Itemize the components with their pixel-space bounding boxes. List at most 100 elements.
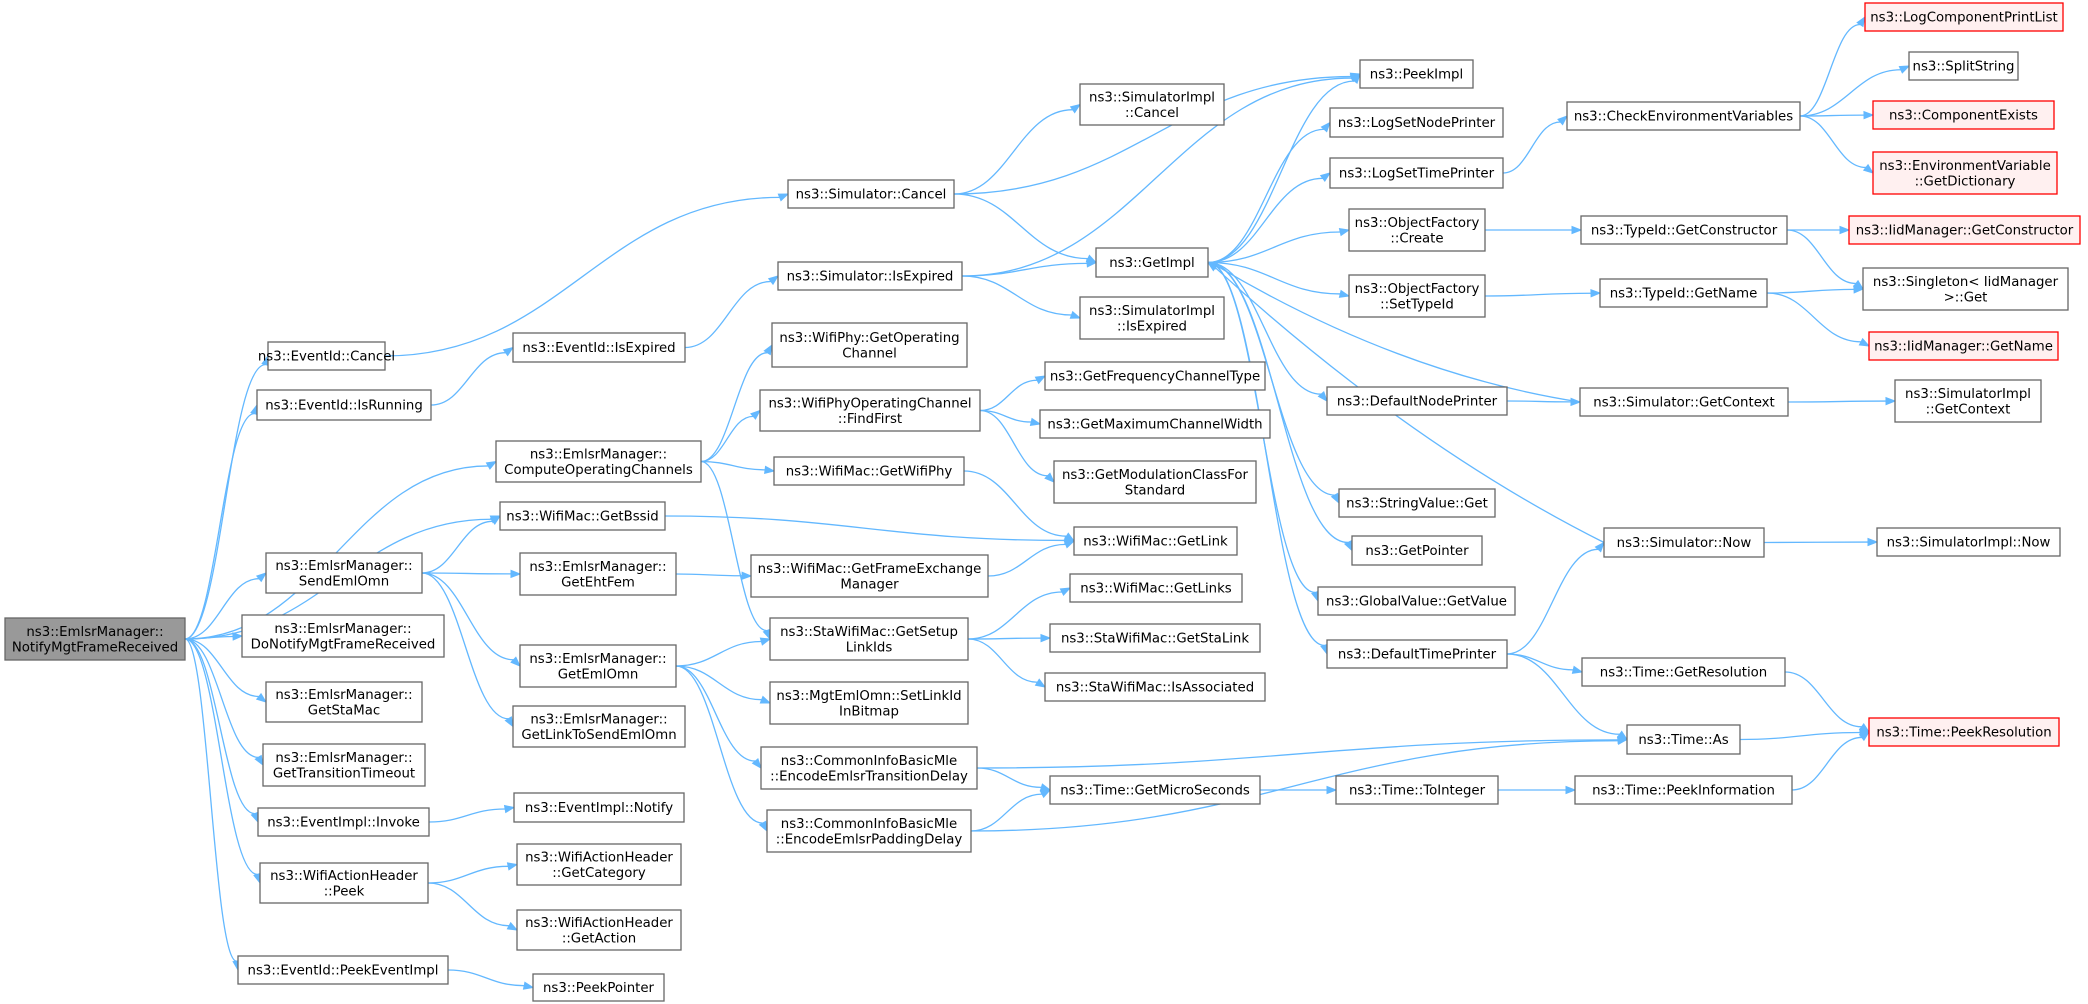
- node-getmicro[interactable]: ns3::Time::GetMicroSeconds: [1049, 775, 1261, 805]
- node-label: ns3::EmlsrManager::: [275, 751, 412, 766]
- arrowhead-wahcat: [506, 862, 519, 871]
- node-simimplisexp[interactable]: ns3::SimulatorImpl::IsExpired: [1079, 296, 1225, 340]
- node-ofsettype[interactable]: ns3::ObjectFactory::SetTypeId: [1348, 274, 1486, 318]
- node-getstamac[interactable]: ns3::EmlsrManager::GetStaMac: [265, 681, 423, 723]
- node-gettrans[interactable]: ns3::EmlsrManager::GetTransitionTimeout: [262, 743, 426, 787]
- node-tgetname[interactable]: ns3::TypeId::GetName: [1599, 278, 1768, 308]
- node-iidgetctor[interactable]: ns3::IidManager::GetConstructor: [1848, 215, 2081, 245]
- node-logsettime[interactable]: ns3::LogSetTimePrinter: [1329, 157, 1504, 189]
- node-simimplnow[interactable]: ns3::SimulatorImpl::Now: [1876, 527, 2061, 557]
- arrowhead-getlinktosend: [504, 716, 514, 728]
- node-iidgetname[interactable]: ns3::IidManager::GetName: [1868, 331, 2059, 361]
- node-sendeml[interactable]: ns3::EmlsrManager::SendEmlOmn: [265, 552, 423, 594]
- arrowhead-tas: [1616, 730, 1629, 741]
- node-simimplgetctx[interactable]: ns3::SimulatorImpl::GetContext: [1894, 379, 2042, 423]
- node-evnotify[interactable]: ns3::EventImpl::Notify: [513, 792, 685, 823]
- node-tas[interactable]: ns3::Time::As: [1626, 724, 1741, 755]
- node-splitstr[interactable]: ns3::SplitString: [1908, 51, 2019, 81]
- node-label: ::EncodeEmlsrTransitionDelay: [770, 769, 968, 784]
- node-label: ns3::WifiMac::GetFrameExchange: [758, 562, 982, 577]
- node-logcplist[interactable]: ns3::LogComponentPrintList: [1864, 2, 2064, 32]
- node-getlinktosend[interactable]: ns3::EmlsrManager::GetLinkToSendEmlOmn: [512, 705, 686, 748]
- edge-getehtfem-to-getfemgr: [675, 573, 743, 577]
- node-getlink[interactable]: ns3::WifiMac::GetLink: [1073, 526, 1238, 556]
- arrowhead-isexpired: [502, 346, 515, 357]
- node-donotify[interactable]: ns3::EmlsrManager::DoNotifyMgtFrameRecei…: [241, 614, 445, 658]
- node-label: ::Cancel: [1125, 106, 1179, 121]
- node-tgetctor[interactable]: ns3::TypeId::GetConstructor: [1580, 215, 1788, 245]
- node-simisexp[interactable]: ns3::Simulator::IsExpired: [777, 261, 963, 291]
- node-getmaxcw[interactable]: ns3::GetMaximumChannelWidth: [1039, 409, 1271, 439]
- node-label: ns3::GetImpl: [1109, 256, 1194, 271]
- node-evrunning[interactable]: ns3::EventId::IsRunning: [256, 389, 432, 421]
- node-simnow[interactable]: ns3::Simulator::Now: [1603, 527, 1765, 558]
- arrowhead-splitstr: [1898, 65, 1911, 74]
- node-findfirst[interactable]: ns3::WifiPhyOperatingChannel::FindFirst: [759, 389, 981, 432]
- node-box: [519, 552, 677, 596]
- node-isexpired[interactable]: ns3::EventId::IsExpired: [512, 332, 686, 363]
- node-getehtfem[interactable]: ns3::EmlsrManager::GetEhtFem: [519, 552, 677, 596]
- node-getfreqtype[interactable]: ns3::GetFrequencyChannelType: [1044, 361, 1266, 391]
- call-edges: [184, 15, 1911, 990]
- edge-deftimeprinter-to-tas: [1506, 653, 1620, 735]
- node-tpeekinfo[interactable]: ns3::Time::PeekInformation: [1574, 775, 1793, 805]
- edge-tgetres-to-tpeekres: [1784, 671, 1862, 728]
- node-evinvoke[interactable]: ns3::EventImpl::Invoke: [257, 807, 430, 837]
- node-label: ns3::WifiActionHeader: [525, 916, 673, 931]
- arrowhead-simnow: [1594, 541, 1605, 553]
- node-box: [1868, 717, 2060, 747]
- node-wahpeek[interactable]: ns3::WifiActionHeader::Peek: [259, 862, 429, 904]
- node-getbssid[interactable]: ns3::WifiMac::GetBssid: [499, 501, 666, 531]
- edge-defnodeprinter-to-simgetctx: [1506, 400, 1572, 403]
- node-deftimeprinter[interactable]: ns3::DefaultTimePrinter: [1326, 639, 1508, 669]
- node-box: [241, 614, 445, 658]
- node-encpad[interactable]: ns3::CommonInfoBasicMle::EncodeEmlsrPadd…: [766, 809, 972, 853]
- node-box: [512, 705, 686, 748]
- node-getstalink[interactable]: ns3::StaWifiMac::GetStaLink: [1049, 623, 1261, 653]
- node-label: ns3::WifiMac::GetLink: [1083, 535, 1228, 550]
- node-envgetdict[interactable]: ns3::EnvironmentVariable::GetDictionary: [1872, 151, 2058, 195]
- node-evcancel[interactable]: ns3::EventId::Cancel: [258, 341, 395, 371]
- node-wahaction[interactable]: ns3::WifiActionHeader::GetAction: [516, 909, 682, 951]
- arrowhead-enctrans: [751, 757, 762, 770]
- node-box: [259, 862, 429, 904]
- node-wahcat[interactable]: ns3::WifiActionHeader::GetCategory: [516, 843, 682, 886]
- node-getlinks[interactable]: ns3::WifiMac::GetLinks: [1069, 573, 1243, 603]
- node-isassoc[interactable]: ns3::StaWifiMac::IsAssociated: [1044, 672, 1266, 702]
- node-tpeekres[interactable]: ns3::Time::PeekResolution: [1868, 717, 2060, 747]
- node-root[interactable]: ns3::EmlsrManager::NotifyMgtFrameReceive…: [4, 617, 186, 661]
- node-defnodeprinter[interactable]: ns3::DefaultNodePrinter: [1326, 386, 1508, 416]
- node-simgetctx[interactable]: ns3::Simulator::GetContext: [1579, 387, 1789, 417]
- node-peekimpl[interactable]: ns3::PeekImpl: [1359, 59, 1474, 89]
- node-tgetres[interactable]: ns3::Time::GetResolution: [1581, 657, 1786, 687]
- node-simimplcancel[interactable]: ns3::SimulatorImpl::Cancel: [1079, 83, 1225, 126]
- node-ofcreate[interactable]: ns3::ObjectFactory::Create: [1348, 208, 1486, 252]
- arrowhead-donotify: [232, 632, 244, 641]
- node-getimpl[interactable]: ns3::GetImpl: [1095, 247, 1209, 278]
- node-simcancel[interactable]: ns3::Simulator::Cancel: [787, 179, 955, 209]
- node-compexists[interactable]: ns3::ComponentExists: [1872, 100, 2055, 130]
- node-getwifiphy[interactable]: ns3::WifiMac::GetWifiPhy: [773, 456, 965, 486]
- node-label: ns3::SimulatorImpl::Now: [1887, 536, 2051, 551]
- node-gvgetvalue[interactable]: ns3::GlobalValue::GetValue: [1317, 586, 1516, 616]
- node-peekptr[interactable]: ns3::PeekPointer: [532, 973, 665, 1002]
- node-enctrans[interactable]: ns3::CommonInfoBasicMle::EncodeEmlsrTran…: [760, 746, 978, 790]
- node-getpointer[interactable]: ns3::GetPointer: [1351, 535, 1483, 566]
- node-logsetnode[interactable]: ns3::LogSetNodePrinter: [1329, 107, 1504, 138]
- node-strvalget[interactable]: ns3::StringValue::Get: [1338, 488, 1496, 518]
- arrowhead-getwifiphy: [764, 465, 776, 474]
- node-getemlomn[interactable]: ns3::EmlsrManager::GetEmlOmn: [519, 644, 677, 688]
- node-box: [1351, 535, 1483, 566]
- node-checkenv[interactable]: ns3::CheckEnvironmentVariables: [1566, 101, 1801, 131]
- node-label: ns3::CommonInfoBasicMle: [781, 817, 957, 832]
- node-compop[interactable]: ns3::EmlsrManager::ComputeOperatingChann…: [495, 440, 702, 483]
- node-label: ns3::EventImpl::Notify: [525, 801, 673, 816]
- node-tointeger[interactable]: ns3::Time::ToInteger: [1335, 775, 1499, 805]
- node-peekevimpl[interactable]: ns3::EventId::PeekEventImpl: [237, 955, 449, 985]
- node-singletonget[interactable]: ns3::Singleton< IidManager>::Get: [1862, 267, 2069, 311]
